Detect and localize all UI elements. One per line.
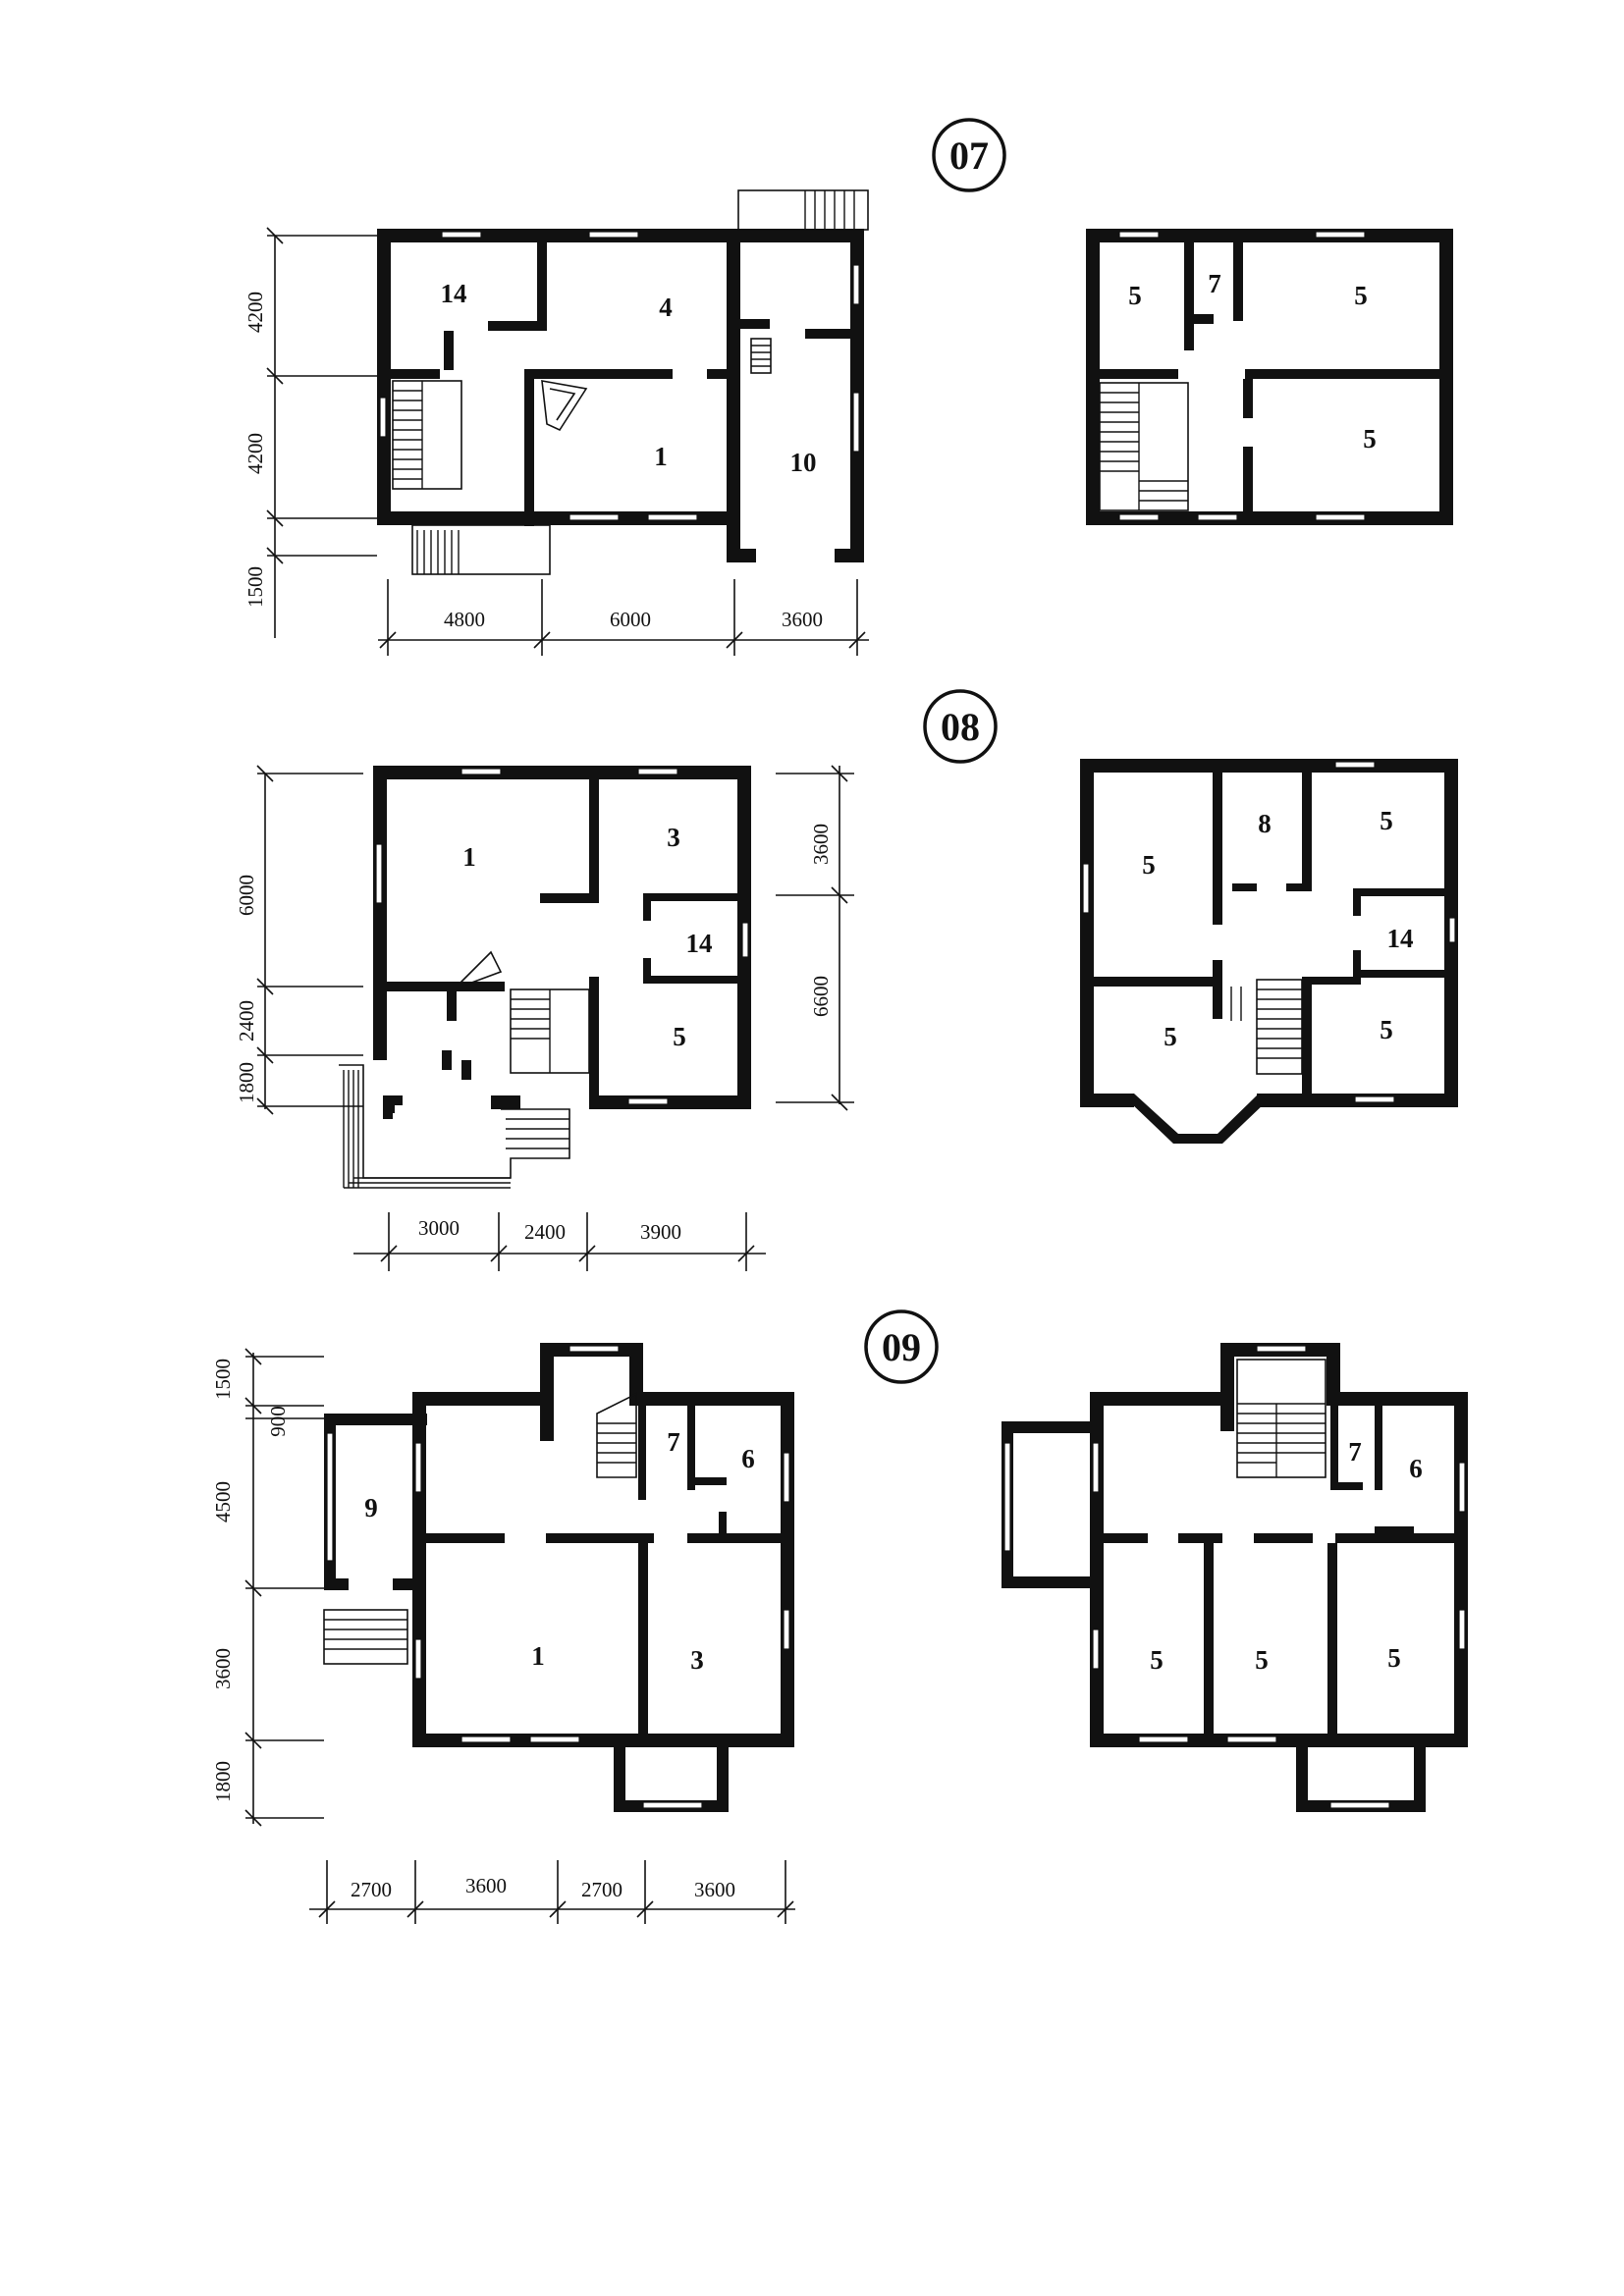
dim-v: 4500 [211,1481,235,1522]
dim-v: 6600 [809,976,833,1017]
dim-h: 3600 [694,1878,735,1901]
dimension-lines: 3000 2400 3900 6000 2400 1800 3600 6600 [235,765,854,1271]
dimension-lines: 4800 6000 3600 4200 4200 1500 [244,227,869,656]
room-label: 1 [654,442,668,471]
room-label: 9 [364,1493,378,1522]
room-label: 7 [1208,269,1221,298]
dim-v: 2400 [235,1000,258,1041]
room-label: 6 [1409,1454,1423,1483]
upper-floor-plan: 7 6 5 5 5 [1001,1343,1468,1812]
dim-h: 3900 [640,1220,681,1244]
ground-floor-plan: 1 3 14 5 [339,766,751,1189]
dim-h: 2700 [351,1878,392,1901]
room-label: 5 [1363,424,1377,454]
dim-v: 900 [266,1406,290,1437]
room-label: 1 [462,842,476,872]
room-label: 5 [1150,1645,1164,1675]
room-label: 8 [1258,809,1272,838]
dim-v: 1500 [211,1359,235,1400]
room-label: 5 [1164,1022,1177,1051]
room-label: 6 [741,1444,755,1473]
dim-v: 4200 [244,433,267,474]
room-label: 7 [667,1427,680,1457]
plan-id-badge: 08 [923,689,998,764]
dim-h: 2400 [524,1220,566,1244]
dim-v: 4200 [244,292,267,333]
upper-floor-plan: 5 7 5 5 [1086,229,1453,525]
upper-floor-plan: 5 8 5 14 5 5 [1080,759,1458,1144]
dim-v: 1800 [211,1761,235,1802]
room-label: 14 [686,929,713,958]
svg-text:09: 09 [882,1325,921,1369]
room-label: 5 [1354,281,1368,310]
room-label: 5 [1142,850,1156,880]
dim-v: 3600 [809,824,833,865]
room-label: 4 [659,293,673,322]
room-label: 3 [690,1645,704,1675]
room-label: 5 [1387,1643,1401,1673]
dim-v: 1500 [244,566,267,608]
room-label: 10 [790,448,817,477]
plan-08: 08 [235,689,1458,1271]
room-label: 14 [1387,924,1414,953]
dim-h: 3600 [782,608,823,631]
room-label: 5 [1380,1015,1393,1044]
room-label: 5 [1128,281,1142,310]
plan-id-badge: 09 [864,1309,939,1384]
ground-floor-plan: 14 4 1 10 [377,189,869,575]
dim-h: 2700 [581,1878,623,1901]
plan-07: 07 [244,118,1453,656]
plan-09: 09 [211,1309,1468,1924]
dimension-lines: 2700 3600 2700 3600 1500 900 4500 3600 1… [211,1348,795,1924]
dim-v: 3600 [211,1648,235,1689]
room-label: 1 [531,1641,545,1671]
room-label: 3 [667,823,680,852]
dim-h: 4800 [444,608,485,631]
svg-text:07: 07 [949,133,989,178]
dim-h: 6000 [610,608,651,631]
ground-floor-plan: 9 7 6 1 3 [323,1343,794,1812]
plan-id-badge: 07 [932,118,1006,192]
dim-h: 3600 [465,1874,507,1897]
dim-v: 1800 [235,1062,258,1103]
svg-text:08: 08 [941,705,980,749]
room-label: 7 [1348,1437,1362,1467]
room-label: 5 [1255,1645,1269,1675]
room-label: 14 [441,279,467,308]
dim-v: 6000 [235,875,258,916]
room-label: 5 [1380,806,1393,835]
room-label: 5 [673,1022,686,1051]
dim-h: 3000 [418,1216,460,1240]
